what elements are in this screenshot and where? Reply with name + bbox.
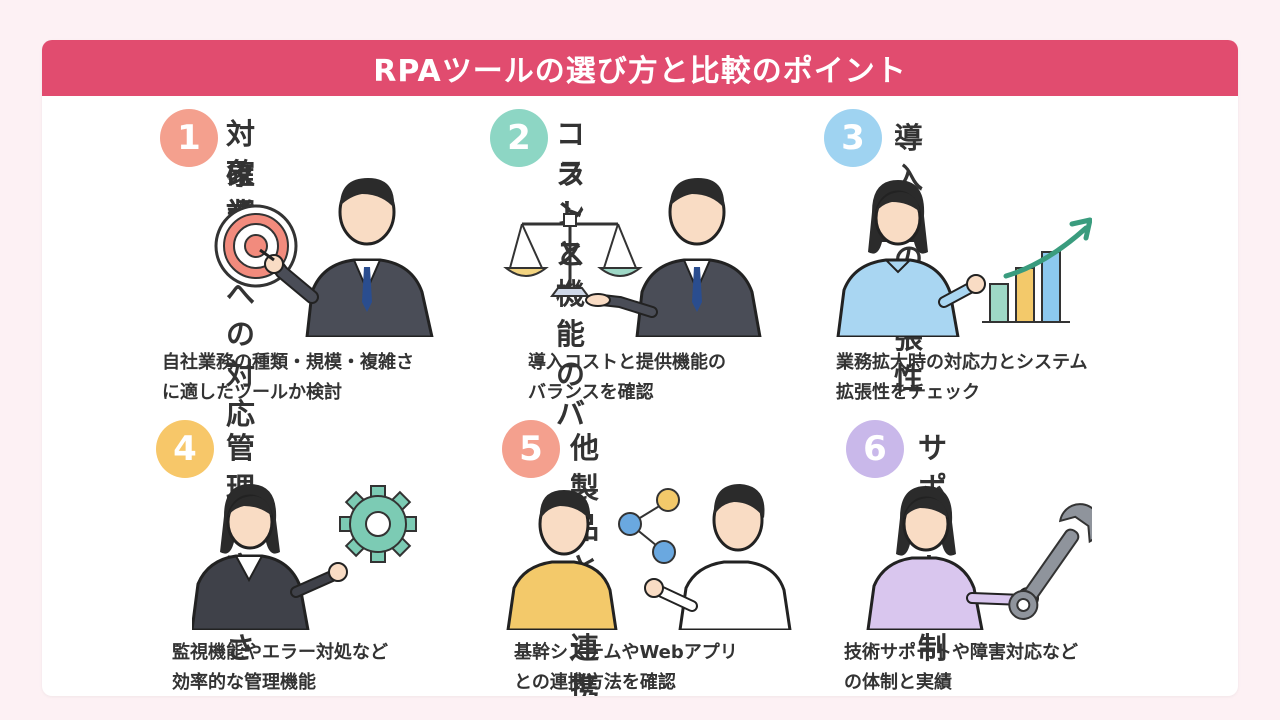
support-illustration (866, 486, 1092, 630)
balance-scale-icon (503, 213, 643, 297)
businesswoman-figure (836, 180, 986, 337)
number-badge: 2 (490, 109, 548, 167)
item-description: 監視機能やエラー対処など 効率的な管理機能 (172, 642, 388, 693)
number-badge: 3 (824, 109, 882, 167)
businessman-figure (585, 178, 762, 337)
businesswoman-figure (866, 486, 1039, 630)
businesswoman-figure (192, 484, 348, 630)
businessman-figure (259, 178, 434, 337)
item-description: 導入コストと提供機能の バランスを確認 (528, 352, 726, 403)
network-icon (618, 488, 680, 564)
number-badge: 1 (160, 109, 218, 167)
item-description: 技術サポートや障害対応など の体制と実績 (844, 642, 1078, 693)
balance-illustration (503, 178, 762, 337)
item-description: 基幹システムやWebアプリ との連携方法を確認 (514, 642, 738, 693)
number-badge: 5 (502, 420, 560, 478)
number-badge: 6 (846, 420, 904, 478)
integration-illustration (506, 484, 792, 630)
wrench-icon (1008, 503, 1092, 620)
gear-icon (339, 485, 417, 563)
management-illustration (192, 484, 417, 630)
growth-chart-icon (982, 217, 1092, 323)
number-badge: 4 (156, 420, 214, 478)
man-white-figure (644, 484, 792, 630)
item-description: 自社業務の種類・規模・複雑さ に適したツールか検討 (162, 352, 414, 403)
infographic-card: RPAツールの選び方と比較のポイント 1 対象業務への対応 確認 (42, 40, 1238, 696)
item-description: 業務拡大時の対応力とシステム 拡張性をチェック (836, 352, 1088, 403)
page-title: RPAツールの選び方と比較のポイント (42, 40, 1238, 96)
man-yellow-figure (506, 490, 618, 630)
target-illustration (214, 178, 434, 337)
growth-illustration (836, 180, 1092, 337)
